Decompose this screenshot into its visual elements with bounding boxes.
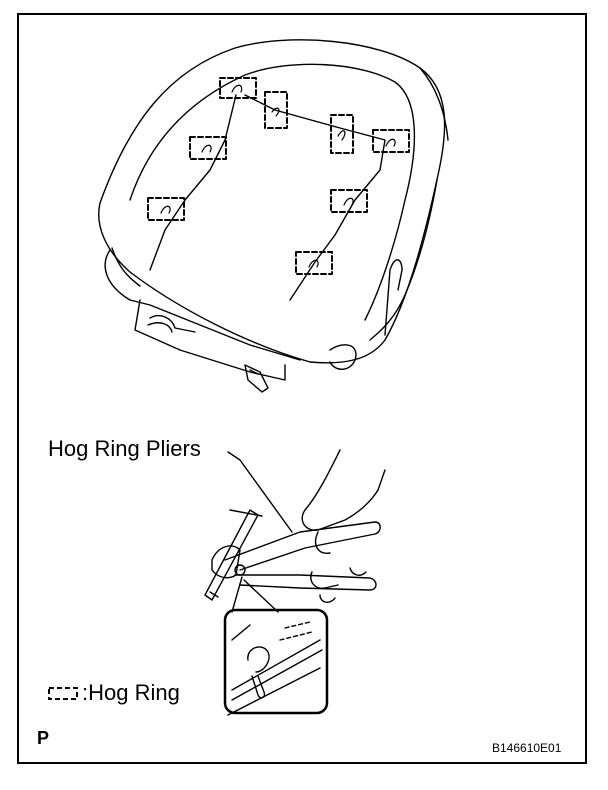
callout-line <box>243 579 279 613</box>
hog-ring-marker <box>372 129 410 153</box>
figure-frame <box>17 13 587 764</box>
callout-line <box>231 576 243 613</box>
legend: :Hog Ring <box>46 680 180 706</box>
hog-ring-marker <box>189 136 227 160</box>
hog-ring-marker <box>330 189 368 213</box>
hog-ring-marker <box>330 114 354 154</box>
pliers-leader-line <box>227 451 293 533</box>
view-letter: P <box>37 728 50 748</box>
detail-inset <box>223 608 329 716</box>
hog-ring-marker <box>295 251 333 275</box>
hog-ring-marker <box>147 197 185 221</box>
hog-ring-marker <box>219 77 257 99</box>
legend-label: :Hog Ring <box>82 680 180 705</box>
hog-ring-pliers-label: Hog Ring Pliers <box>48 436 201 461</box>
seat-back-drawing <box>98 39 449 393</box>
hog-ring-glyphs <box>160 84 396 268</box>
hog-ring-legend-icon <box>48 687 78 700</box>
figure-code: B146610E01 <box>492 741 562 755</box>
pliers-drawing <box>204 449 386 603</box>
hog-ring-markers <box>147 77 410 275</box>
hog-ring-marker <box>264 91 288 129</box>
